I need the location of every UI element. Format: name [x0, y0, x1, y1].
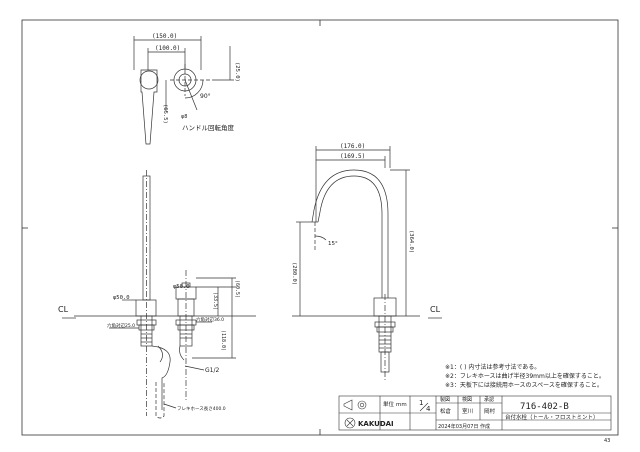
cl-label-right: CL: [430, 305, 441, 314]
scale-numerator: 1: [419, 399, 423, 407]
dim-169-5: (169.5): [340, 153, 365, 160]
unit-label: 単位: [383, 400, 395, 408]
sig-approved: 岡村: [484, 407, 496, 415]
col-approved: 承認: [484, 396, 494, 403]
col-drawn: 製図: [440, 396, 450, 403]
dim-60-5: (60.5): [234, 280, 240, 298]
brand-logo-text: KAKUDAI: [358, 420, 394, 428]
scale-denominator: 4: [426, 405, 431, 413]
hex-25-label: 六角対辺25.0: [107, 322, 135, 329]
dim-33-5: (33.5): [212, 292, 218, 310]
creation-date: 2024年03月07日 作成: [438, 423, 490, 430]
sig-drawn: 松倉: [440, 407, 452, 415]
title-block: [338, 395, 612, 431]
angle-90: 90°: [200, 93, 211, 100]
scale-slash: [419, 402, 429, 412]
dim-100: (100.0): [155, 45, 180, 52]
handle-rotation-caption: ハンドル回転角度: [182, 123, 235, 132]
note-1: ※1：( ) 内寸法は参考寸法である。: [445, 363, 540, 371]
page-number: 43: [604, 438, 610, 444]
col-checked: 検図: [462, 396, 472, 403]
hose-length-label: フレキホース長さ400.0: [177, 405, 226, 412]
hex-36-label: 六角対辺36.0: [196, 316, 224, 323]
angle-15: 15°: [328, 241, 338, 247]
cl-label-left: CL: [58, 305, 69, 314]
product-code: 716-402-B: [520, 402, 569, 412]
thread-label: G1/2: [205, 367, 219, 374]
dim-phi50-right: φ50.0: [173, 284, 190, 290]
unit-value: mm: [396, 402, 407, 408]
dim-150: (150.0): [152, 33, 177, 40]
left-side-view: [62, 170, 256, 419]
note-2: ※2：フレキホースは曲げ半径39mm以上を確保すること。: [445, 372, 605, 380]
note-3: ※3：天板下には接続用ホースのスペースを確保すること。: [445, 381, 603, 389]
dim-364: (364.0): [408, 230, 414, 253]
dim-phi50-left: φ50.0: [113, 295, 130, 301]
phi-symbol: φ8: [181, 114, 187, 120]
product-name: 台付水栓（トール・フロストミント）: [505, 413, 599, 421]
front-view: [292, 146, 442, 380]
dim-25: (25.0): [234, 62, 240, 82]
dim-176: (176.0): [340, 143, 365, 150]
dim-118: (118.0): [220, 330, 226, 351]
center-marks: [22, 20, 618, 435]
dim-65: (65.5): [162, 104, 168, 124]
top-view: [133, 36, 234, 145]
dim-280: (280.0): [291, 262, 297, 285]
sig-checked: 室川: [462, 407, 473, 415]
